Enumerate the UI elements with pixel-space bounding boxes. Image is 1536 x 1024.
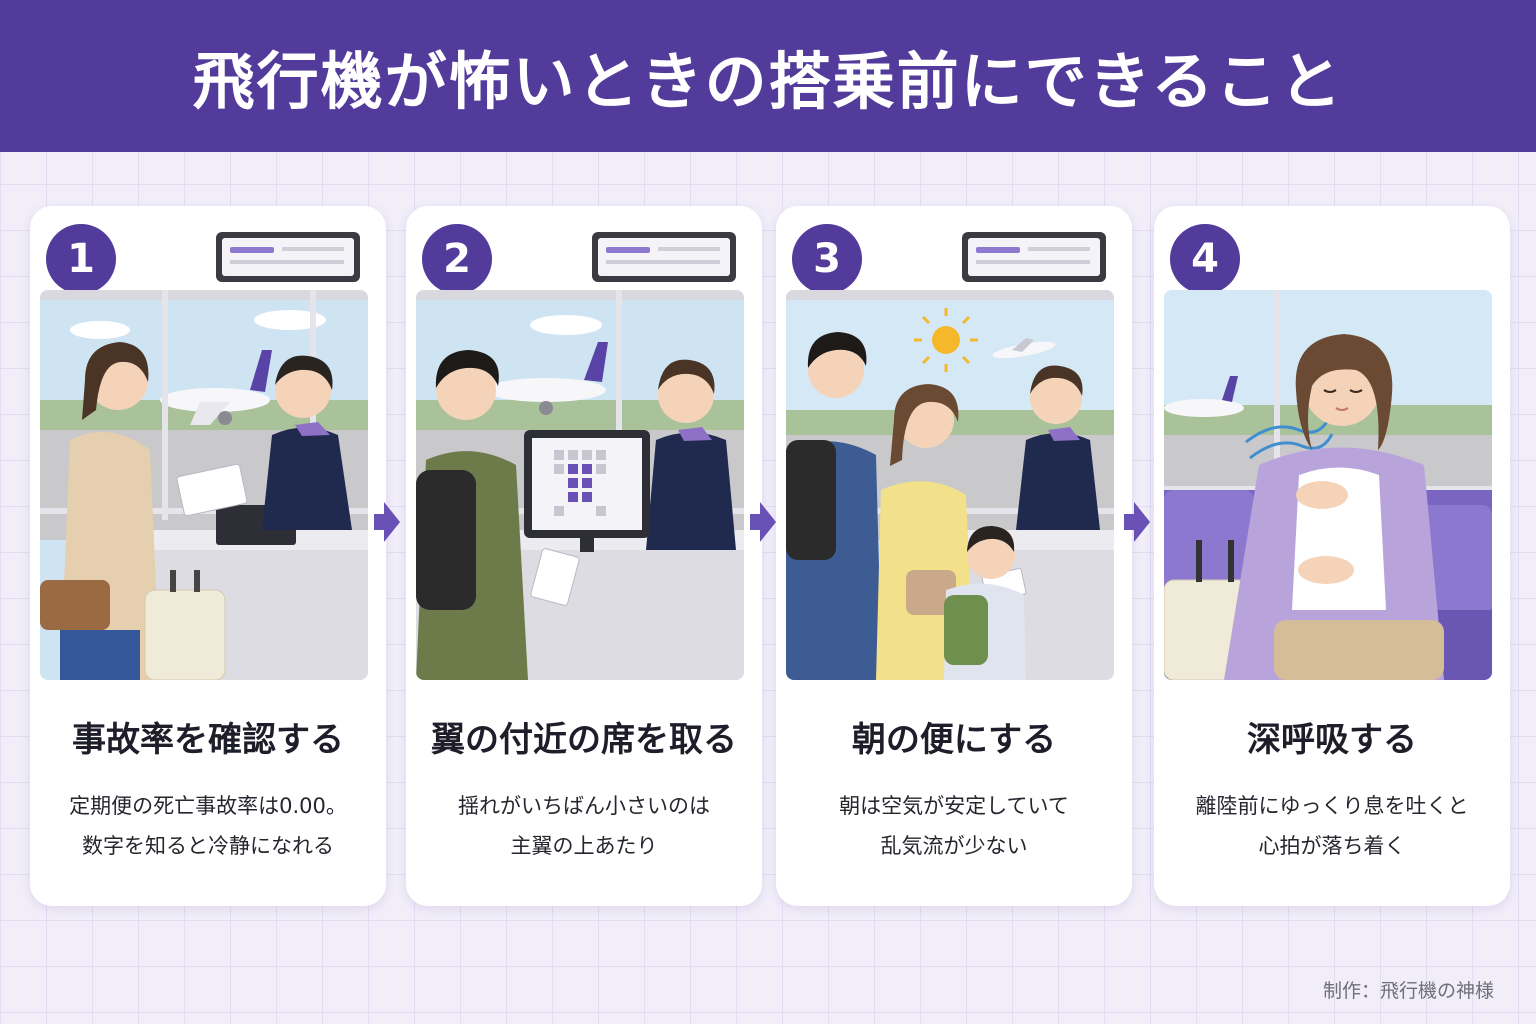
- step-number-badge: 1: [46, 224, 116, 294]
- arrow-right-icon: [1124, 502, 1150, 542]
- arrow-right-icon: [750, 502, 776, 542]
- deep-breath-illustration: [1164, 290, 1492, 680]
- step-desc-line: 乱気流が少ない: [880, 834, 1028, 858]
- seat-selection-illustration: [416, 290, 744, 680]
- airplane-icon: [1164, 376, 1244, 417]
- breath-icon: [1245, 417, 1334, 460]
- step-number-badge: 3: [792, 224, 862, 294]
- header-banner: 飛行機が怖いときの搭乗前にできること: [0, 0, 1536, 152]
- step-title: 事故率を確認する: [72, 720, 344, 760]
- step-description: 定期便の死亡事故率は0.00。 数字を知ると冷静になれる: [36, 786, 380, 866]
- step-card-3: 3: [776, 206, 1132, 906]
- step-desc-line: 離陸前にゆっくり息を吐くと: [1195, 794, 1469, 818]
- sun-icon: [914, 308, 978, 372]
- departure-board-icon: [216, 232, 360, 282]
- departure-board-icon: [592, 232, 736, 282]
- step-card-4: 4: [1154, 206, 1510, 906]
- arrow-right-icon: [374, 502, 400, 542]
- step-description: 揺れがいちばん小さいのは 主翼の上あたり: [412, 786, 756, 866]
- airplane-icon: [486, 342, 608, 415]
- step-desc-line: 定期便の死亡事故率は0.00。: [69, 794, 347, 818]
- step-desc-line: 揺れがいちばん小さいのは: [458, 794, 710, 818]
- step-desc-line: 心拍が落ち着く: [1258, 834, 1406, 858]
- step-title: 深呼吸する: [1247, 720, 1417, 760]
- step-description: 朝は空気が安定していて 乱気流が少ない: [782, 786, 1126, 866]
- step-number-badge: 2: [422, 224, 492, 294]
- step-description: 離陸前にゆっくり息を吐くと 心拍が落ち着く: [1160, 786, 1504, 866]
- step-desc-line: 主翼の上あたり: [510, 834, 658, 858]
- airplane-icon: [160, 350, 272, 425]
- step-title: 翼の付近の席を取る: [431, 720, 737, 760]
- step-desc-line: 朝は空気が安定していて: [839, 794, 1069, 818]
- departure-board-icon: [962, 232, 1106, 282]
- step-desc-line: 数字を知ると冷静になれる: [82, 834, 334, 858]
- step-number-badge: 4: [1170, 224, 1240, 294]
- step-title: 朝の便にする: [851, 720, 1057, 760]
- morning-flight-illustration: [786, 290, 1114, 680]
- checkin-counter-illustration: [40, 290, 368, 680]
- step-card-1: 1: [30, 206, 386, 906]
- page-title: 飛行機が怖いときの搭乗前にできること: [192, 45, 1344, 118]
- step-card-2: 2: [406, 206, 762, 906]
- credit-text: 制作：飛行機の神様: [1322, 980, 1494, 1002]
- airplane-icon: [992, 338, 1056, 359]
